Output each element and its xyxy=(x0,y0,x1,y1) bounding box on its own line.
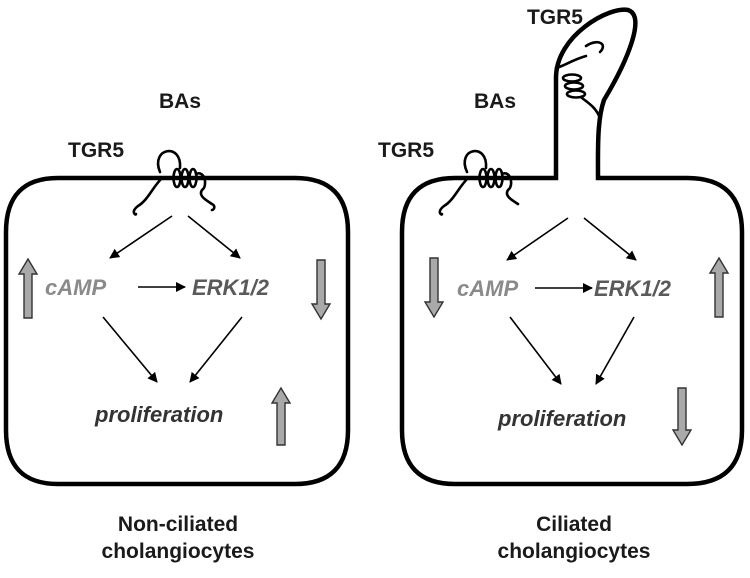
right-arrow-camp-to-proliferation xyxy=(509,316,562,385)
right-camp-down-arrow xyxy=(423,257,445,319)
left-caption-line2: cholangiocytes xyxy=(102,540,255,563)
left-camp-up-arrow xyxy=(17,257,39,319)
right-bas-label: BAs xyxy=(474,90,516,113)
left-panel: BAs TGR5 cAMP ERK1/2 proliferation Non-c… xyxy=(3,90,351,563)
right-caption-line1: Ciliated xyxy=(536,513,612,536)
left-tgr5-label: TGR5 xyxy=(68,139,124,162)
left-caption-line1: Non-ciliated xyxy=(118,513,238,536)
left-arrow-to-camp xyxy=(109,215,173,259)
left-bas-label: BAs xyxy=(159,90,201,113)
right-arrow-to-erk xyxy=(583,217,637,261)
right-caption-line2: cholangiocytes xyxy=(498,540,651,563)
left-proliferation-label: proliferation xyxy=(94,402,223,427)
right-panel: TGR5 BAs TGR5 cAMP ERK1/2 proliferation … xyxy=(378,6,745,563)
left-erk-down-arrow xyxy=(310,259,332,321)
right-camp-label: cAMP xyxy=(457,276,518,301)
right-proliferation-down-arrow xyxy=(671,387,693,447)
left-tgr5-receptor xyxy=(132,149,216,216)
left-arrow-to-erk xyxy=(187,215,241,259)
left-cell-outline xyxy=(3,175,351,487)
right-erk-up-arrow xyxy=(708,256,730,318)
left-erk-label: ERK1/2 xyxy=(192,275,270,300)
right-tgr5-receptor xyxy=(438,149,520,216)
left-camp-label: cAMP xyxy=(45,275,106,300)
right-erk-label: ERK1/2 xyxy=(594,276,672,301)
left-arrow-camp-to-proliferation xyxy=(102,316,158,383)
right-tgr5-label: TGR5 xyxy=(378,139,434,162)
right-arrow-to-camp xyxy=(506,217,569,261)
cilium-tgr5-receptor xyxy=(554,40,605,120)
right-arrow-erk-to-proliferation xyxy=(595,316,635,385)
left-proliferation-up-arrow xyxy=(270,386,292,446)
left-arrow-erk-to-proliferation xyxy=(189,316,243,383)
right-proliferation-label: proliferation xyxy=(497,406,626,431)
right-cell-outline xyxy=(399,7,745,487)
cilium-tgr5-label: TGR5 xyxy=(527,6,583,29)
